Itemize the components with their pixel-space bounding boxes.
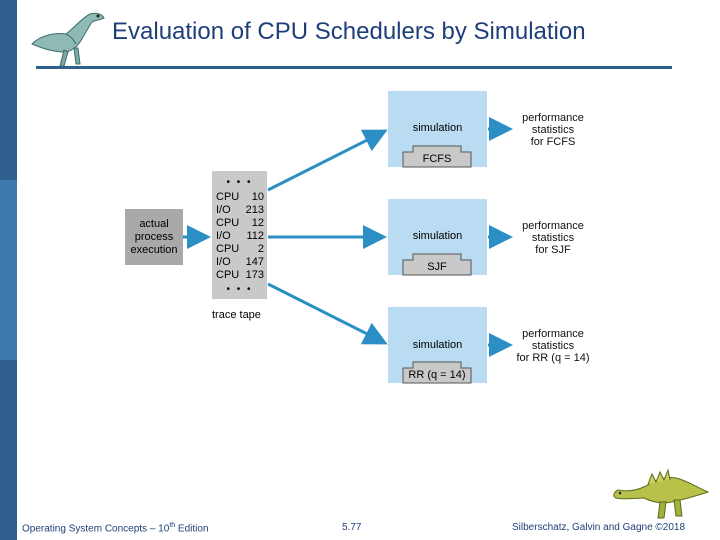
sim-label-rr: simulation bbox=[412, 339, 463, 351]
scheduler-label-rr: RR (q = 14) bbox=[408, 369, 466, 381]
arrow-tape-to-rr bbox=[267, 282, 388, 345]
scheduler-tab-rr bbox=[402, 361, 472, 384]
scheduler-label-sjf: SJF bbox=[427, 261, 447, 273]
source-box-label: actual process execution bbox=[130, 218, 178, 256]
stats-fcfs: performance statistics for FCFS bbox=[522, 112, 584, 148]
footer-right: Silberschatz, Galvin and Gagne ©2018 bbox=[512, 522, 686, 533]
scheduler-label-fcfs: FCFS bbox=[422, 153, 452, 165]
footer-page-number: 5.77 bbox=[342, 522, 362, 533]
dinosaur-left-logo bbox=[31, 12, 105, 67]
sim-label-fcfs: simulation bbox=[412, 122, 463, 134]
stats-sjf: performance statistics for SJF bbox=[522, 220, 584, 256]
arrow-tape-to-fcfs bbox=[267, 129, 388, 192]
page-title: Evaluation of CPU Schedulers by Simulati… bbox=[112, 18, 586, 45]
scheduler-tab-sjf bbox=[402, 253, 472, 276]
scheduler-tab-fcfs bbox=[402, 145, 472, 168]
sim-label-sjf: simulation bbox=[412, 230, 463, 242]
dinosaur-right-logo bbox=[613, 468, 710, 519]
tape-dots-top: • • • bbox=[226, 177, 253, 188]
tape-dots-bottom: • • • bbox=[226, 284, 253, 295]
side-bar-highlight bbox=[0, 180, 17, 360]
title-underline bbox=[36, 66, 672, 69]
source-box bbox=[125, 209, 183, 265]
side-bar bbox=[0, 0, 17, 540]
footer-left: Operating System Concepts – 10th Edition bbox=[22, 522, 209, 535]
stats-rr: performance statistics for RR (q = 14) bbox=[516, 328, 590, 364]
trace-tape-label: trace tape bbox=[212, 309, 261, 321]
